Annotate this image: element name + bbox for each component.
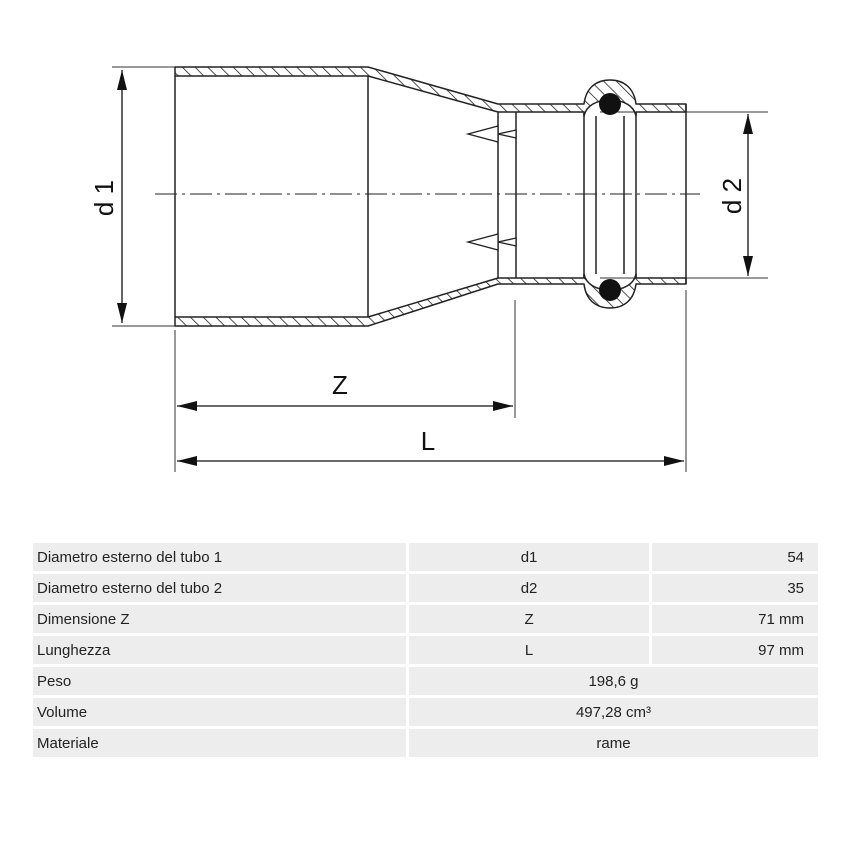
dimension-label-d1: d 1 xyxy=(89,180,119,216)
table-row: Diametro esterno del tubo 2 d2 35 xyxy=(33,574,818,602)
pipe-stop-marks xyxy=(465,125,517,251)
row-value: rame xyxy=(405,729,818,757)
row-label: Materiale xyxy=(33,729,406,757)
dimension-label-z: Z xyxy=(332,370,348,400)
table-row: Peso 198,6 g xyxy=(33,667,818,695)
row-value: 198,6 g xyxy=(405,667,818,695)
row-value: 497,28 cm³ xyxy=(405,698,818,726)
extension-lines xyxy=(112,66,768,472)
table-row: Materiale rame xyxy=(33,729,818,757)
row-symbol: L xyxy=(405,636,650,664)
row-symbol: d1 xyxy=(405,543,650,571)
row-symbol: d2 xyxy=(405,574,650,602)
dimension-label-l: L xyxy=(421,426,435,456)
table-row: Diametro esterno del tubo 1 d1 54 xyxy=(33,543,818,571)
row-label: Lunghezza xyxy=(33,636,406,664)
fitting-technical-drawing: d 1 d 2 Z L xyxy=(89,66,768,472)
row-label: Peso xyxy=(33,667,406,695)
o-ring-seal-bottom xyxy=(599,279,621,301)
table-row: Volume 497,28 cm³ xyxy=(33,698,818,726)
row-label: Diametro esterno del tubo 2 xyxy=(33,574,406,602)
table-row: Lunghezza L 97 mm xyxy=(33,636,818,664)
row-label: Dimensione Z xyxy=(33,605,406,633)
row-value: 71 mm xyxy=(649,605,818,633)
row-label: Diametro esterno del tubo 1 xyxy=(33,543,406,571)
o-ring-seal-top xyxy=(599,93,621,115)
row-symbol: Z xyxy=(405,605,650,633)
row-label: Volume xyxy=(33,698,406,726)
row-value: 35 xyxy=(649,574,818,602)
row-value: 97 mm xyxy=(649,636,818,664)
specifications-table: Diametro esterno del tubo 1 d1 54 Diamet… xyxy=(33,540,818,760)
row-value: 54 xyxy=(649,543,818,571)
dimension-label-d2: d 2 xyxy=(717,178,747,214)
table-row: Dimensione Z Z 71 mm xyxy=(33,605,818,633)
